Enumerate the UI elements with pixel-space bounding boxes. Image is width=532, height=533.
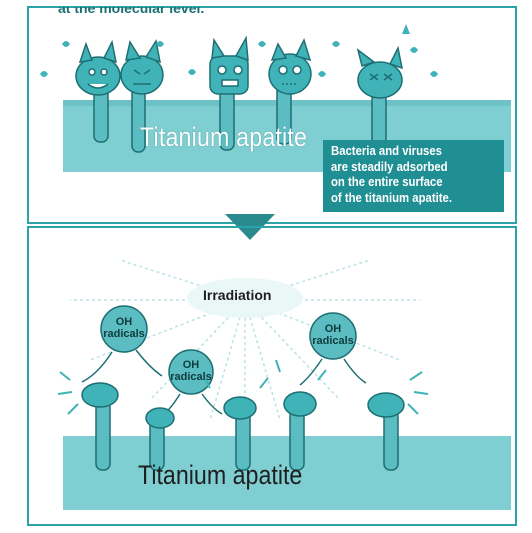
microbe-4 — [268, 37, 312, 95]
microbe-5 — [356, 45, 403, 99]
oh-radical-3 — [299, 312, 367, 386]
oh-radical-label-2: OH radicals — [169, 359, 213, 383]
adsorption-callout: Bacteria and viruses are steadily adsorb… — [323, 140, 504, 212]
top-material-label: Titanium apatite — [140, 122, 308, 152]
microbe-2 — [120, 38, 164, 95]
radicals-text: radicals — [170, 370, 212, 383]
microbe-3 — [209, 35, 249, 95]
bottom-material-label: Titanium apatite — [138, 460, 303, 490]
irradiation-rays — [70, 259, 420, 430]
microbe-1 — [75, 39, 121, 96]
titanium-apatite-block-bottom — [63, 436, 511, 510]
sweat-drops — [40, 24, 438, 77]
oh-text: OH — [182, 359, 200, 371]
impact-sparks — [57, 359, 429, 415]
oh-radical-label-1: OH radicals — [102, 316, 146, 340]
callout-text: Bacteria and viruses are steadily adsorb… — [331, 143, 452, 205]
radicals-text: radicals — [103, 327, 145, 340]
oh-radical-2 — [159, 349, 223, 419]
oh-text: OH — [115, 316, 133, 328]
cropped-heading: at the molecular level. — [58, 0, 205, 16]
oh-radical-1 — [81, 305, 163, 383]
oh-radical-label-3: OH radicals — [311, 323, 355, 347]
oh-text: OH — [324, 323, 342, 335]
damaged-microbes — [81, 382, 405, 429]
irradiation-label: Irradiation — [203, 287, 272, 303]
apatite-fingers-bottom — [95, 399, 399, 471]
irradiation-glow — [187, 278, 303, 318]
radicals-text: radicals — [312, 334, 354, 347]
decomposition-panel — [27, 226, 517, 526]
